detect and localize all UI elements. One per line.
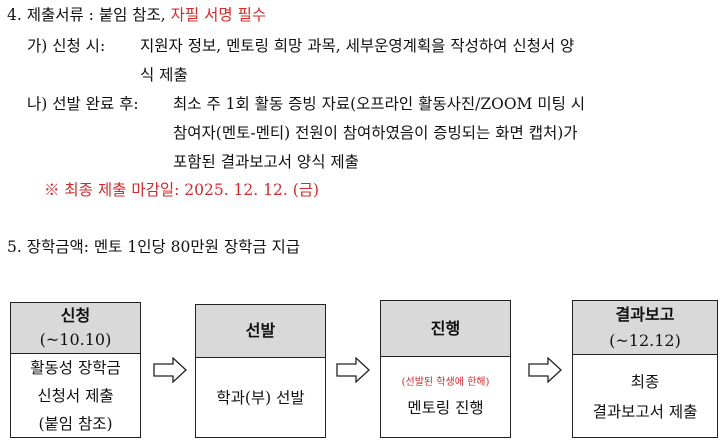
step-line: 멘토링 진행 [407, 398, 484, 417]
section5-text: 5. 장학금액: 멘토 1인당 80만원 장학금 지급 [7, 238, 301, 256]
right-arrow-icon [528, 357, 562, 383]
item-a-line1: 지원자 정보, 멘토링 희망 과목, 세부운영계획을 작성하여 신청서 양 [140, 37, 575, 55]
section4-heading: 4. 제출서류 : 붙임 참조, 자필 서명 필수 [7, 5, 266, 25]
flow-step-selection: 선발 학과(부) 선발 [195, 304, 326, 438]
step-line: 결과보고서 제출 [592, 402, 698, 421]
flow-step-progress: 진행 (선발된 학생에 한해) 멘토링 진행 [380, 300, 511, 438]
item-b-label: 나) 선발 완료 후: [27, 95, 139, 113]
item-b-line1: 최소 주 1회 활동 증빙 자료(오프라인 활동사진/ZOOM 미팅 시 [173, 95, 586, 113]
step-line: 학과(부) 선발 [216, 389, 305, 407]
step-note: (선발된 학생에 한해) [401, 376, 490, 388]
step-line: 활동성 장학금 [30, 359, 121, 377]
step-title: 진행 [430, 318, 461, 338]
deadline-note: ※ 최종 제출 마감일: 2025. 12. 12. (금) [44, 181, 320, 199]
step-title: 선발 [245, 321, 276, 340]
step-line: 신청서 제출 [37, 387, 114, 405]
item-b-line2: 참여자(멘토-멘티) 전원이 참여하였음이 증빙되는 화면 캡처)가 [173, 124, 578, 142]
heading-text: 4. 제출서류 : 붙임 참조, [7, 6, 166, 24]
step-line: 최종 [630, 372, 660, 391]
item-a-line2: 식 제출 [140, 66, 188, 84]
step-line: (붙임 참조) [38, 415, 113, 433]
item-a-label: 가) 신청 시: [27, 37, 106, 55]
step-date: (~12.12) [609, 330, 681, 350]
right-arrow-icon [153, 357, 187, 383]
signature-required: 자필 서명 필수 [170, 6, 267, 24]
step-title: 결과보고 [615, 304, 675, 324]
item-b-line3: 포함된 결과보고서 양식 제출 [173, 153, 359, 171]
step-title: 신청 [60, 306, 91, 325]
step-date: (~10.10) [39, 330, 112, 349]
right-arrow-icon [336, 357, 370, 383]
